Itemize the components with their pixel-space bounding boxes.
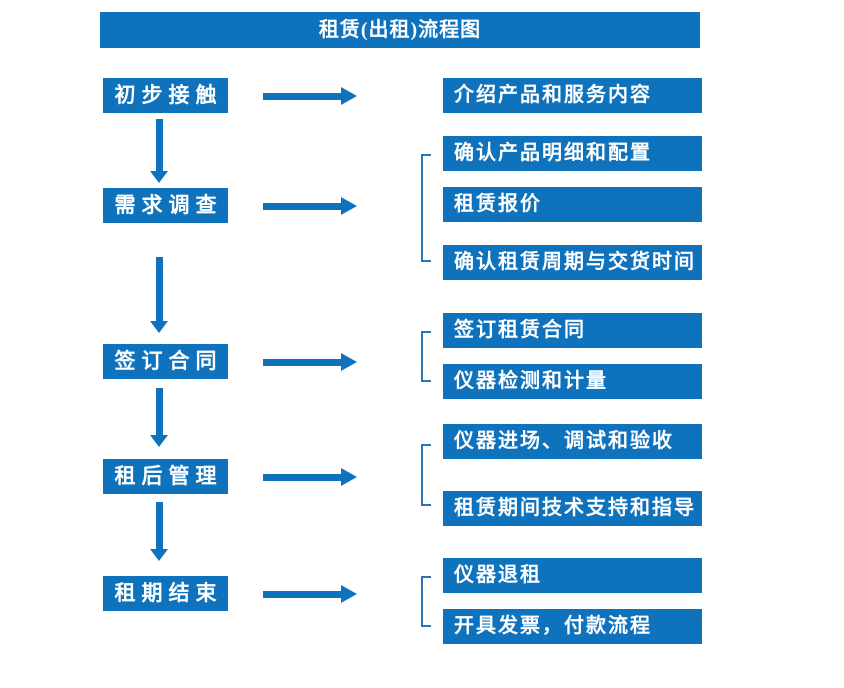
arrow-shaft [263, 359, 342, 366]
flow-title: 租赁(出租)流程图 [100, 12, 700, 48]
right-arrow-icon-5 [263, 585, 357, 603]
arrow-shaft [156, 257, 163, 321]
arrow-shaft [156, 119, 163, 171]
right-arrow-icon-3 [263, 353, 357, 371]
group-bracket-demand-survey [421, 154, 431, 262]
group-bracket-rental-end [421, 576, 431, 627]
output-box-instrument-testing: 仪器检测和计量 [443, 364, 702, 399]
group-bracket-sign-contract [421, 331, 431, 382]
stage-box-initial-contact: 初步接触 [103, 78, 228, 113]
right-arrow-icon-4 [263, 468, 357, 486]
output-box-confirm-product-details: 确认产品明细和配置 [443, 136, 702, 171]
arrow-shaft [156, 388, 163, 435]
down-arrow-icon-3 [150, 388, 169, 447]
arrow-head [150, 549, 168, 561]
arrow-shaft [263, 474, 342, 481]
arrow-shaft [263, 93, 342, 100]
arrow-head [341, 585, 357, 603]
stage-box-demand-survey: 需求调查 [103, 188, 228, 223]
output-box-introduce-products: 介绍产品和服务内容 [443, 78, 702, 113]
down-arrow-icon-2 [150, 257, 169, 333]
output-box-invoicing-payment: 开具发票，付款流程 [443, 609, 702, 644]
output-box-sign-rental-contract: 签订租赁合同 [443, 313, 702, 348]
arrow-head [150, 321, 168, 333]
arrow-shaft [156, 502, 163, 549]
arrow-head [341, 353, 357, 371]
stage-box-sign-contract: 签订合同 [103, 344, 228, 379]
arrow-shaft [263, 203, 342, 210]
stage-box-post-rental-management: 租后管理 [103, 459, 228, 494]
stage-box-rental-period-end: 租期结束 [103, 576, 228, 611]
output-box-rental-quote: 租赁报价 [443, 187, 702, 222]
arrow-shaft [263, 591, 342, 598]
arrow-head [341, 87, 357, 105]
right-arrow-icon-2 [263, 197, 357, 215]
down-arrow-icon-1 [150, 119, 169, 183]
output-box-confirm-rental-period: 确认租赁周期与交货时间 [443, 245, 702, 280]
arrow-head [341, 197, 357, 215]
arrow-head [150, 171, 168, 183]
group-bracket-post-rental [421, 444, 431, 506]
output-box-technical-support: 租赁期间技术支持和指导 [443, 491, 702, 526]
right-arrow-icon-1 [263, 87, 357, 105]
output-box-instrument-setup: 仪器进场、调试和验收 [443, 424, 702, 459]
output-box-instrument-return: 仪器退租 [443, 558, 702, 593]
arrow-head [341, 468, 357, 486]
down-arrow-icon-4 [150, 502, 169, 561]
arrow-head [150, 435, 168, 447]
